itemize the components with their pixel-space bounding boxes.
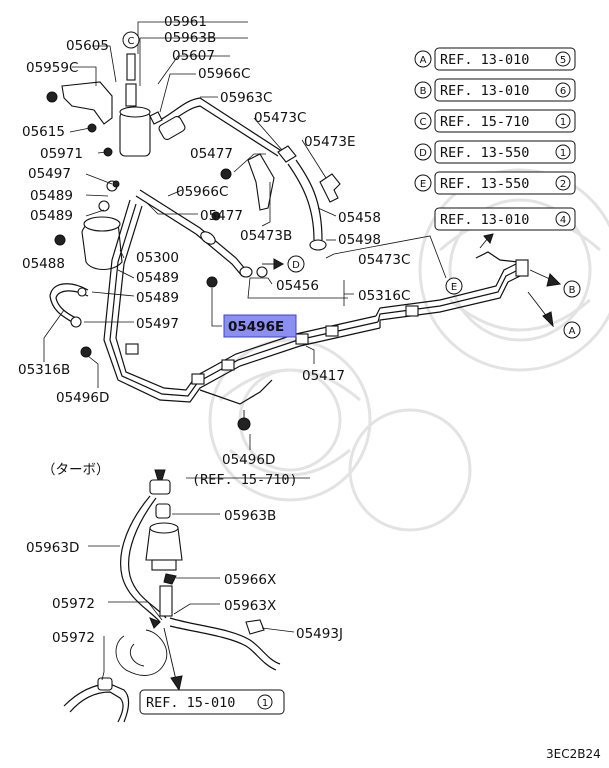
svg-text:1: 1 <box>560 117 566 128</box>
svg-text:4: 4 <box>560 215 566 226</box>
label-05966X: 05966X <box>224 572 276 588</box>
part-number-labels: 05961 05963B 05605 05607 05959C 05966C 0… <box>18 14 410 468</box>
label-05607: 05607 <box>172 48 215 64</box>
callout-c: C <box>128 36 135 47</box>
label-05961: 05961 <box>164 14 207 30</box>
label-05473C-mid: 05473C <box>358 252 410 268</box>
watermark-emblem <box>208 168 609 532</box>
turbo-labels: （ターボ） (REF. 15-710) 05963B 05963D 05966X… <box>26 462 343 646</box>
label-05496D-mid: 05496D <box>222 452 275 468</box>
ref-turbo-top: (REF. 15-710) <box>192 472 298 488</box>
label-05963D: 05963D <box>26 540 79 556</box>
svg-text:1: 1 <box>560 148 566 159</box>
label-05316C: 05316C <box>358 288 410 304</box>
svg-text:5: 5 <box>560 55 566 66</box>
label-05963C: 05963C <box>220 90 272 106</box>
svg-text:REF. 15-710: REF. 15-710 <box>440 114 529 130</box>
label-05497-b: 05497 <box>136 316 179 332</box>
turbo-note: （ターボ） <box>42 462 110 478</box>
label-05615: 05615 <box>22 124 65 140</box>
label-05963X: 05963X <box>224 598 276 614</box>
label-05966C-top: 05966C <box>198 66 250 82</box>
label-05489-d: 05489 <box>136 290 179 306</box>
svg-text:REF. 13-550: REF. 13-550 <box>440 176 529 192</box>
label-05966C-mid: 05966C <box>176 184 228 200</box>
svg-text:6: 6 <box>560 86 566 97</box>
svg-text:E: E <box>420 179 426 190</box>
label-05497-a: 05497 <box>28 166 71 182</box>
svg-text:REF. 13-010: REF. 13-010 <box>440 83 529 99</box>
pipe-bundle <box>103 189 529 431</box>
label-05473B: 05473B <box>240 228 292 244</box>
label-05477-a: 05477 <box>190 146 233 162</box>
label-05496D-left: 05496D <box>56 390 109 406</box>
svg-text:D: D <box>419 148 427 159</box>
svg-text:REF. 13-550: REF. 13-550 <box>440 145 529 161</box>
svg-text:B: B <box>420 86 427 97</box>
label-05417: 05417 <box>302 368 345 384</box>
ref-box-turbo-bottom: REF. 15-010 1 <box>139 689 285 715</box>
label-05963B: 05963B <box>164 30 216 46</box>
callout-letters: C D E B A <box>122 31 581 339</box>
label-05489-c: 05489 <box>136 270 179 286</box>
label-05477-b: 05477 <box>200 208 243 224</box>
label-05605: 05605 <box>66 38 109 54</box>
label-05488: 05488 <box>22 256 65 272</box>
ref-turbo-bottom-num: 1 <box>262 698 268 709</box>
label-05972-a: 05972 <box>52 596 95 612</box>
label-05963B-bot: 05963B <box>224 508 276 524</box>
label-05489-a: 05489 <box>30 188 73 204</box>
label-05316B: 05316B <box>18 362 70 378</box>
ref-row-c: C REF. 15-710 1 <box>414 109 576 133</box>
label-05300: 05300 <box>136 250 179 266</box>
callout-d: D <box>292 260 300 271</box>
ref-turbo-bottom-text: REF. 15-010 <box>146 695 235 711</box>
label-05972-b: 05972 <box>52 630 95 646</box>
ref-row-e: E REF. 13-550 2 <box>414 171 576 195</box>
ref-row-d: D REF. 13-550 1 <box>414 140 576 164</box>
svg-text:2: 2 <box>560 179 566 190</box>
svg-text:A: A <box>420 55 427 66</box>
label-05473E: 05473E <box>304 134 355 150</box>
upper-assembly <box>46 34 341 358</box>
svg-text:REF. 13-010: REF. 13-010 <box>440 52 529 68</box>
turbo-leaders <box>88 513 295 681</box>
label-05489-b: 05489 <box>30 208 73 224</box>
label-05473C-top: 05473C <box>254 110 306 126</box>
svg-text:REF. 13-010: REF. 13-010 <box>440 212 529 228</box>
turbo-assembly <box>63 469 310 723</box>
label-05496E: 05496E <box>228 319 284 335</box>
ref-row-a: A REF. 13-010 5 <box>414 47 576 71</box>
ref-table: A REF. 13-010 5 B REF. 13-010 6 C REF. 1… <box>414 47 576 195</box>
label-05959C: 05959C <box>26 60 78 76</box>
highlighted-part-05496E: 05496E <box>223 314 297 338</box>
label-05456: 05456 <box>276 278 319 294</box>
callout-a: A <box>569 326 576 337</box>
label-05498: 05498 <box>338 232 381 248</box>
callout-b: B <box>569 285 576 296</box>
label-05458: 05458 <box>338 210 381 226</box>
ref-row-b: B REF. 13-010 6 <box>414 78 576 102</box>
label-05493J: 05493J <box>296 626 343 642</box>
ref-box-right: REF. 13-010 4 <box>434 207 576 231</box>
svg-text:C: C <box>420 117 427 128</box>
callout-e: E <box>451 282 457 293</box>
label-05971: 05971 <box>40 146 83 162</box>
direction-arrows <box>262 233 562 328</box>
diagram-code: 3EC2B24 <box>546 747 601 761</box>
